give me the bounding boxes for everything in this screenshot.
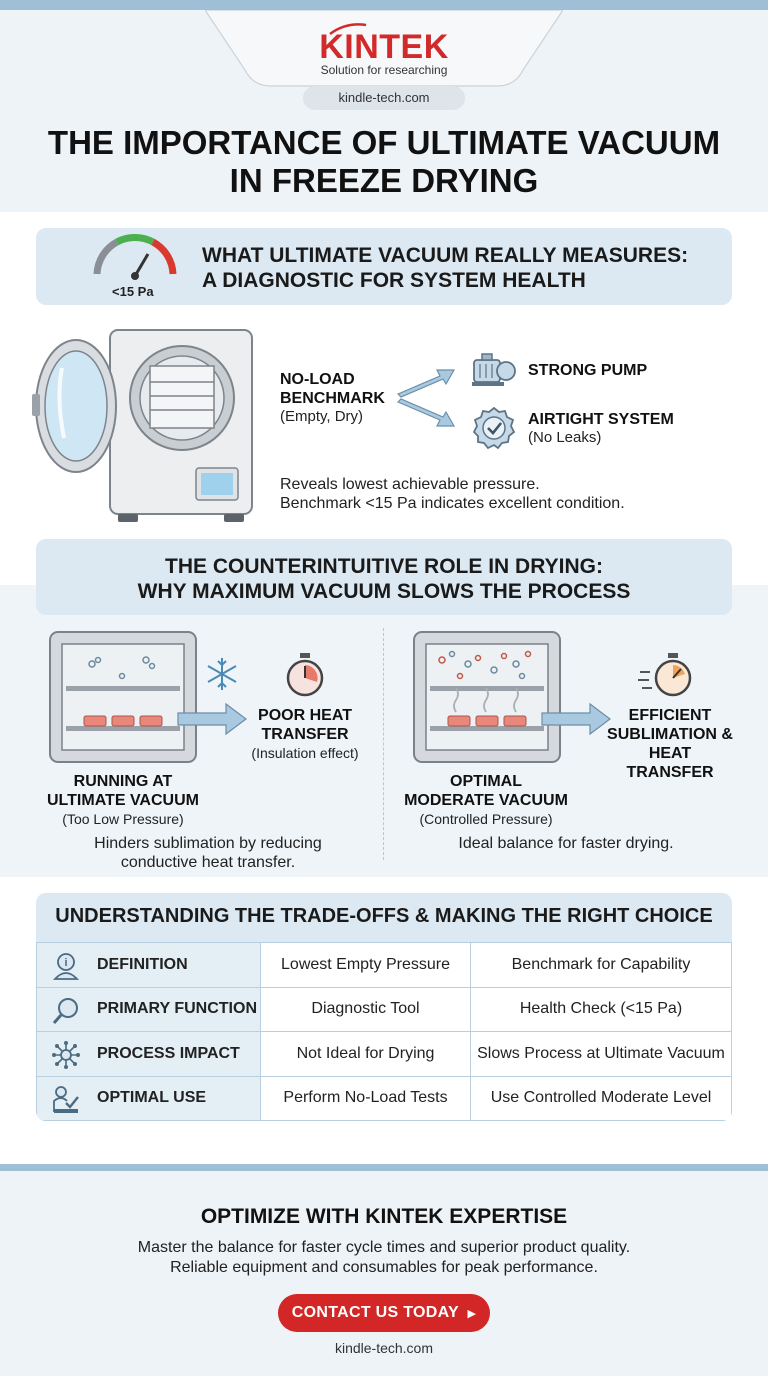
moderate-caption-line-2: MODERATE VACUUM	[404, 792, 568, 809]
moderate-vacuum-chamber	[413, 631, 561, 763]
row-label: OPTIMAL USE	[97, 1089, 207, 1107]
footer-line-1: Master the balance for faster cycle time…	[137, 1239, 631, 1256]
left-note-line-1: Hinders sublimation by reducing	[94, 835, 322, 852]
contact-us-label: CONTACT US TODAY	[291, 1304, 459, 1321]
info-person-icon: i	[52, 953, 80, 980]
ultimate-vacuum-caption: RUNNING AT ULTIMATE VACUUM (Too Low Pres…	[40, 772, 206, 828]
efficient-line-3: HEAT TRANSFER	[626, 745, 714, 781]
logo-swoosh-icon	[329, 23, 367, 36]
section2-title-line-1: THE COUNTERINTUITIVE ROLE IN DRYING:	[165, 555, 603, 578]
pump-icon	[472, 353, 516, 386]
efficient-sublimation-label: EFFICIENT SUBLIMATION & HEAT TRANSFER	[606, 706, 734, 782]
ultimate-caption-line-2: ULTIMATE VACUUM	[47, 792, 199, 809]
row-label: DEFINITION	[97, 955, 188, 973]
airtight-sub: (No Leaks)	[528, 429, 602, 446]
contact-us-button[interactable]: CONTACT US TODAY ▶	[278, 1294, 490, 1332]
footer-background	[0, 1171, 768, 1376]
row-label: PRIMARY FUNCTION	[97, 1000, 257, 1018]
section1-title: WHAT ULTIMATE VACUUM REALLY MEASURES: A …	[202, 243, 722, 293]
poor-heat-line-1: POOR HEAT	[258, 707, 352, 724]
brand-tagline: Solution for researching	[320, 63, 448, 77]
section2-divider	[383, 628, 384, 860]
pressure-gauge-icon	[93, 234, 177, 280]
top-accent-strip	[0, 0, 768, 10]
table-cell: Diagnostic Tool	[260, 986, 471, 1032]
page-title-line-2: IN FREEZE DRYING	[229, 162, 539, 199]
benchmark-label-line-2: BENCHMARK	[280, 390, 385, 407]
header-website-link[interactable]: kindle-tech.com	[303, 86, 465, 110]
ultimate-caption-line-1: RUNNING AT	[73, 773, 173, 790]
footer-title: OPTIMIZE WITH KINTEK EXPERTISE	[200, 1205, 568, 1228]
moderate-caption-line-1: OPTIMAL	[450, 773, 522, 790]
footer-website-link[interactable]: kindle-tech.com	[334, 1340, 434, 1356]
left-arrow-right-icon	[177, 702, 247, 736]
benchmark-label-line-1: NO-LOAD	[280, 371, 355, 388]
benchmark-label: NO-LOAD BENCHMARK (Empty, Dry)	[280, 370, 385, 426]
stopwatch-icon	[286, 653, 324, 697]
left-note: Hinders sublimation by reducing conducti…	[40, 834, 376, 872]
table-row: i DEFINITION Lowest Empty Pressure Bench…	[36, 942, 732, 988]
section1-note: Reveals lowest achievable pressure. Benc…	[280, 475, 625, 513]
left-note-line-2: conductive heat transfer.	[120, 854, 296, 871]
table-cell: Not Ideal for Drying	[260, 1031, 471, 1077]
tradeoffs-table-card: UNDERSTANDING THE TRADE-OFFS & MAKING TH…	[36, 893, 732, 1121]
table-cell: Health Check (<15 Pa)	[470, 986, 732, 1032]
tradeoffs-table-title: UNDERSTANDING THE TRADE-OFFS & MAKING TH…	[55, 905, 713, 927]
strong-pump-label: STRONG PUMP	[528, 362, 648, 379]
check-badge-icon	[472, 406, 516, 450]
section1-note-line-2: Benchmark <15 Pa indicates excellent con…	[280, 495, 625, 512]
table-cell: Benchmark for Capability	[470, 942, 732, 988]
gauge-label: <15 Pa	[112, 284, 154, 299]
freeze-dryer-illustration	[32, 329, 253, 522]
poor-heat-label: POOR HEAT TRANSFER (Insulation effect)	[246, 706, 364, 762]
moderate-caption-sub: (Controlled Pressure)	[419, 811, 553, 827]
row-header: PRIMARY FUNCTION	[36, 986, 261, 1032]
page-title-line-1: THE IMPORTANCE OF ULTIMATE VACUUM	[47, 124, 721, 161]
section1-note-line-1: Reveals lowest achievable pressure.	[280, 476, 540, 493]
brand-logo[interactable]: KINTEK	[319, 28, 449, 66]
airtight-label: AIRTIGHT SYSTEM (No Leaks)	[528, 410, 674, 447]
section1-title-line-2: A DIAGNOSTIC FOR SYSTEM HEALTH	[202, 269, 586, 292]
row-header: PROCESS IMPACT	[36, 1031, 261, 1077]
snowflake-icon	[207, 658, 237, 690]
section2-title: THE COUNTERINTUITIVE ROLE IN DRYING: WHY…	[36, 554, 732, 604]
row-header: OPTIMAL USE	[36, 1075, 261, 1121]
split-arrows-icon	[396, 369, 456, 427]
fast-stopwatch-icon	[638, 653, 692, 697]
user-check-icon	[53, 1085, 79, 1113]
play-arrow-icon: ▶	[467, 1308, 477, 1320]
ultimate-vacuum-chamber	[49, 631, 197, 763]
benchmark-sub-label: (Empty, Dry)	[280, 408, 364, 425]
table-cell: Slows Process at Ultimate Vacuum	[470, 1031, 732, 1077]
tradeoffs-table: i DEFINITION Lowest Empty Pressure Bench…	[36, 942, 732, 1121]
section2-title-line-2: WHY MAXIMUM VACUUM SLOWS THE PROCESS	[137, 580, 631, 603]
svg-text:i: i	[64, 957, 67, 969]
row-label: PROCESS IMPACT	[97, 1044, 240, 1062]
network-icon	[52, 1041, 80, 1069]
section1-title-line-1: WHAT ULTIMATE VACUUM REALLY MEASURES:	[202, 244, 689, 267]
moderate-vacuum-caption: OPTIMAL MODERATE VACUUM (Controlled Pres…	[396, 772, 576, 828]
table-cell: Lowest Empty Pressure	[260, 942, 471, 988]
footer-accent-strip	[0, 1164, 768, 1171]
table-row: OPTIMAL USE Perform No-Load Tests Use Co…	[36, 1075, 732, 1121]
page-title: THE IMPORTANCE OF ULTIMATE VACUUM IN FRE…	[20, 124, 748, 200]
efficient-line-1: EFFICIENT	[628, 707, 712, 724]
table-row: PROCESS IMPACT Not Ideal for Drying Slow…	[36, 1031, 732, 1077]
logo-tab	[205, 10, 563, 87]
right-arrow-right-icon	[541, 702, 611, 736]
table-cell: Use Controlled Moderate Level	[470, 1075, 732, 1121]
right-note: Ideal balance for faster drying.	[458, 835, 674, 852]
section2-header	[36, 539, 732, 615]
efficient-line-2: SUBLIMATION &	[607, 726, 733, 743]
magnifier-icon	[52, 997, 78, 1024]
table-row: PRIMARY FUNCTION Diagnostic Tool Health …	[36, 986, 732, 1032]
footer-line-2: Reliable equipment and consumables for p…	[170, 1259, 598, 1276]
ultimate-caption-sub: (Too Low Pressure)	[62, 811, 184, 827]
poor-heat-sub: (Insulation effect)	[251, 745, 359, 761]
poor-heat-line-2: TRANSFER	[261, 726, 349, 743]
row-header: i DEFINITION	[36, 942, 261, 988]
table-cell: Perform No-Load Tests	[260, 1075, 471, 1121]
airtight-title: AIRTIGHT SYSTEM	[528, 411, 674, 428]
